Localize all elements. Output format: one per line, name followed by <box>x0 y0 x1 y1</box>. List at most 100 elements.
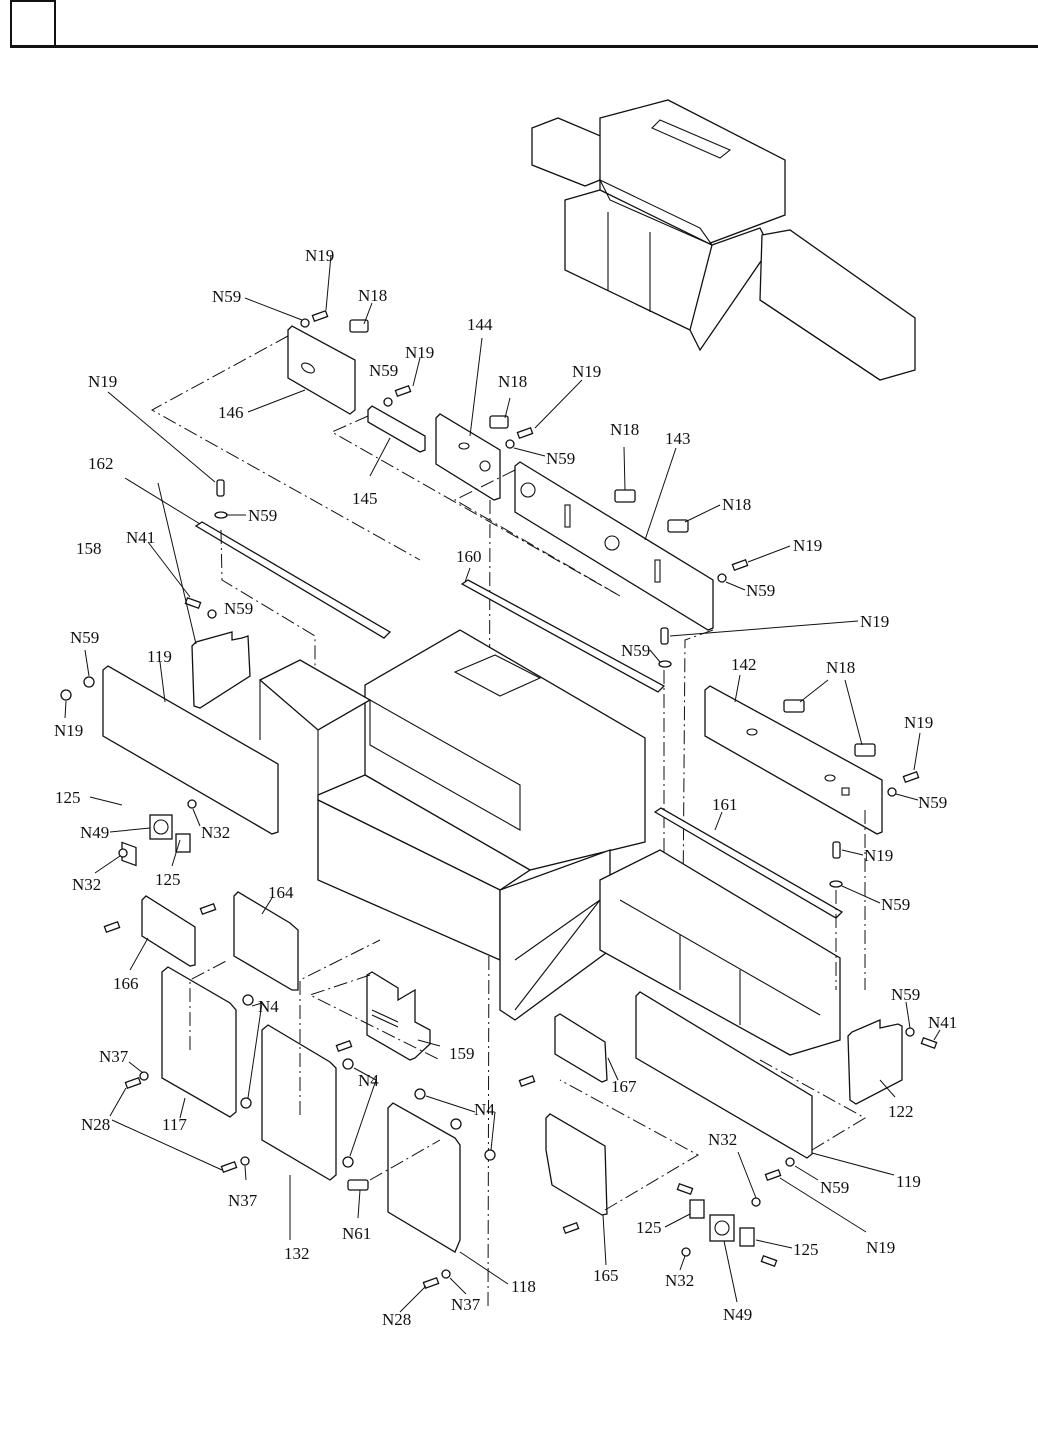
part-label: 144 <box>467 315 493 334</box>
screw-n19 <box>312 311 327 321</box>
leader <box>748 546 790 562</box>
nut-n32 <box>682 1248 690 1256</box>
screw-n28 <box>104 922 119 932</box>
part-label: N19 <box>305 246 334 265</box>
leader <box>914 733 920 770</box>
panel-158 <box>192 632 250 708</box>
door-132 <box>262 1025 336 1180</box>
screw-n4 <box>336 1041 351 1051</box>
part-label: 167 <box>611 1077 637 1096</box>
leader <box>650 650 660 662</box>
part-label: 142 <box>731 655 757 674</box>
leader <box>110 1088 126 1116</box>
part-label: N4 <box>358 1071 379 1090</box>
part-label: N4 <box>258 997 279 1016</box>
cover-159 <box>367 972 430 1060</box>
guard-125 <box>690 1200 704 1218</box>
fan-n49 <box>150 815 172 839</box>
part-label: 159 <box>449 1044 475 1063</box>
part-label: N49 <box>723 1305 752 1324</box>
nut-n32 <box>119 849 127 857</box>
part-label: 117 <box>162 1115 187 1134</box>
part-label: N18 <box>722 495 751 514</box>
screw-n19 <box>833 842 840 858</box>
washer-n59 <box>830 881 842 887</box>
cover-159-group <box>310 972 440 1060</box>
part-label: N37 <box>451 1295 481 1314</box>
part-label: N59 <box>248 506 277 525</box>
screw-n19 <box>732 560 747 570</box>
leader <box>505 398 510 418</box>
part-label: 132 <box>284 1244 310 1263</box>
leader <box>842 886 880 903</box>
knob-n4 <box>485 1150 495 1160</box>
part-label: N19 <box>88 372 117 391</box>
panel-119-left <box>103 666 278 834</box>
screw-n19 <box>517 428 532 438</box>
part-label: N19 <box>864 846 893 865</box>
part-label: N59 <box>546 449 575 468</box>
leader <box>129 1062 143 1073</box>
leader <box>738 1152 756 1198</box>
panel-145 <box>368 406 425 452</box>
part-label: N59 <box>369 361 398 380</box>
guard-125 <box>740 1228 754 1246</box>
part-label: 145 <box>352 489 378 508</box>
leader <box>248 1003 262 1098</box>
washer-n59 <box>888 788 896 796</box>
screw-n28 <box>221 1162 236 1172</box>
part-label: N18 <box>610 420 639 439</box>
part-label: N4 <box>474 1100 495 1119</box>
latch-n61 <box>348 1180 368 1190</box>
washer-n59 <box>718 574 726 582</box>
rail-162 <box>196 522 390 638</box>
part-label: N18 <box>826 658 855 677</box>
screw-n19 <box>903 772 918 782</box>
knob-n4 <box>343 1157 353 1167</box>
part-label: N19 <box>860 612 889 631</box>
part-label: 146 <box>218 403 244 422</box>
leader <box>158 483 196 644</box>
part-label: N59 <box>881 895 910 914</box>
leader <box>90 797 122 805</box>
leader <box>108 392 215 482</box>
leader <box>896 794 918 800</box>
part-label: 143 <box>665 429 691 448</box>
part-label: 125 <box>793 1240 819 1259</box>
knob-n4 <box>241 1098 251 1108</box>
leader <box>680 1256 685 1270</box>
part-label: N59 <box>70 628 99 647</box>
leader <box>845 680 862 745</box>
washer-n59 <box>84 677 94 687</box>
leader <box>842 850 863 855</box>
leader <box>370 438 390 476</box>
frame-left-section <box>260 660 370 730</box>
leader <box>470 338 482 436</box>
part-label: 162 <box>88 454 114 473</box>
part-label: N19 <box>54 721 83 740</box>
panel-143 <box>515 462 713 630</box>
part-label: N59 <box>621 641 650 660</box>
screw-n28 <box>563 1223 578 1233</box>
leader <box>756 1240 792 1248</box>
leader <box>413 358 420 386</box>
screw <box>677 1184 692 1194</box>
door-118 <box>388 1103 460 1252</box>
part-label: N19 <box>904 713 933 732</box>
knob-n18 <box>855 744 875 756</box>
washer-n37 <box>241 1157 249 1165</box>
screw-n4 <box>519 1076 534 1086</box>
leader <box>148 542 190 597</box>
leader <box>350 1080 376 1156</box>
leader <box>665 1214 690 1227</box>
assembly-line <box>683 630 713 900</box>
leader <box>400 1286 426 1312</box>
main-frame-assembly <box>260 630 840 1055</box>
part-label: 158 <box>76 539 102 558</box>
leader <box>450 1278 466 1294</box>
part-label: 165 <box>593 1266 619 1285</box>
panel-165 <box>546 1114 607 1215</box>
door-117 <box>162 967 236 1117</box>
leader <box>624 447 625 490</box>
part-label: N28 <box>382 1310 411 1329</box>
